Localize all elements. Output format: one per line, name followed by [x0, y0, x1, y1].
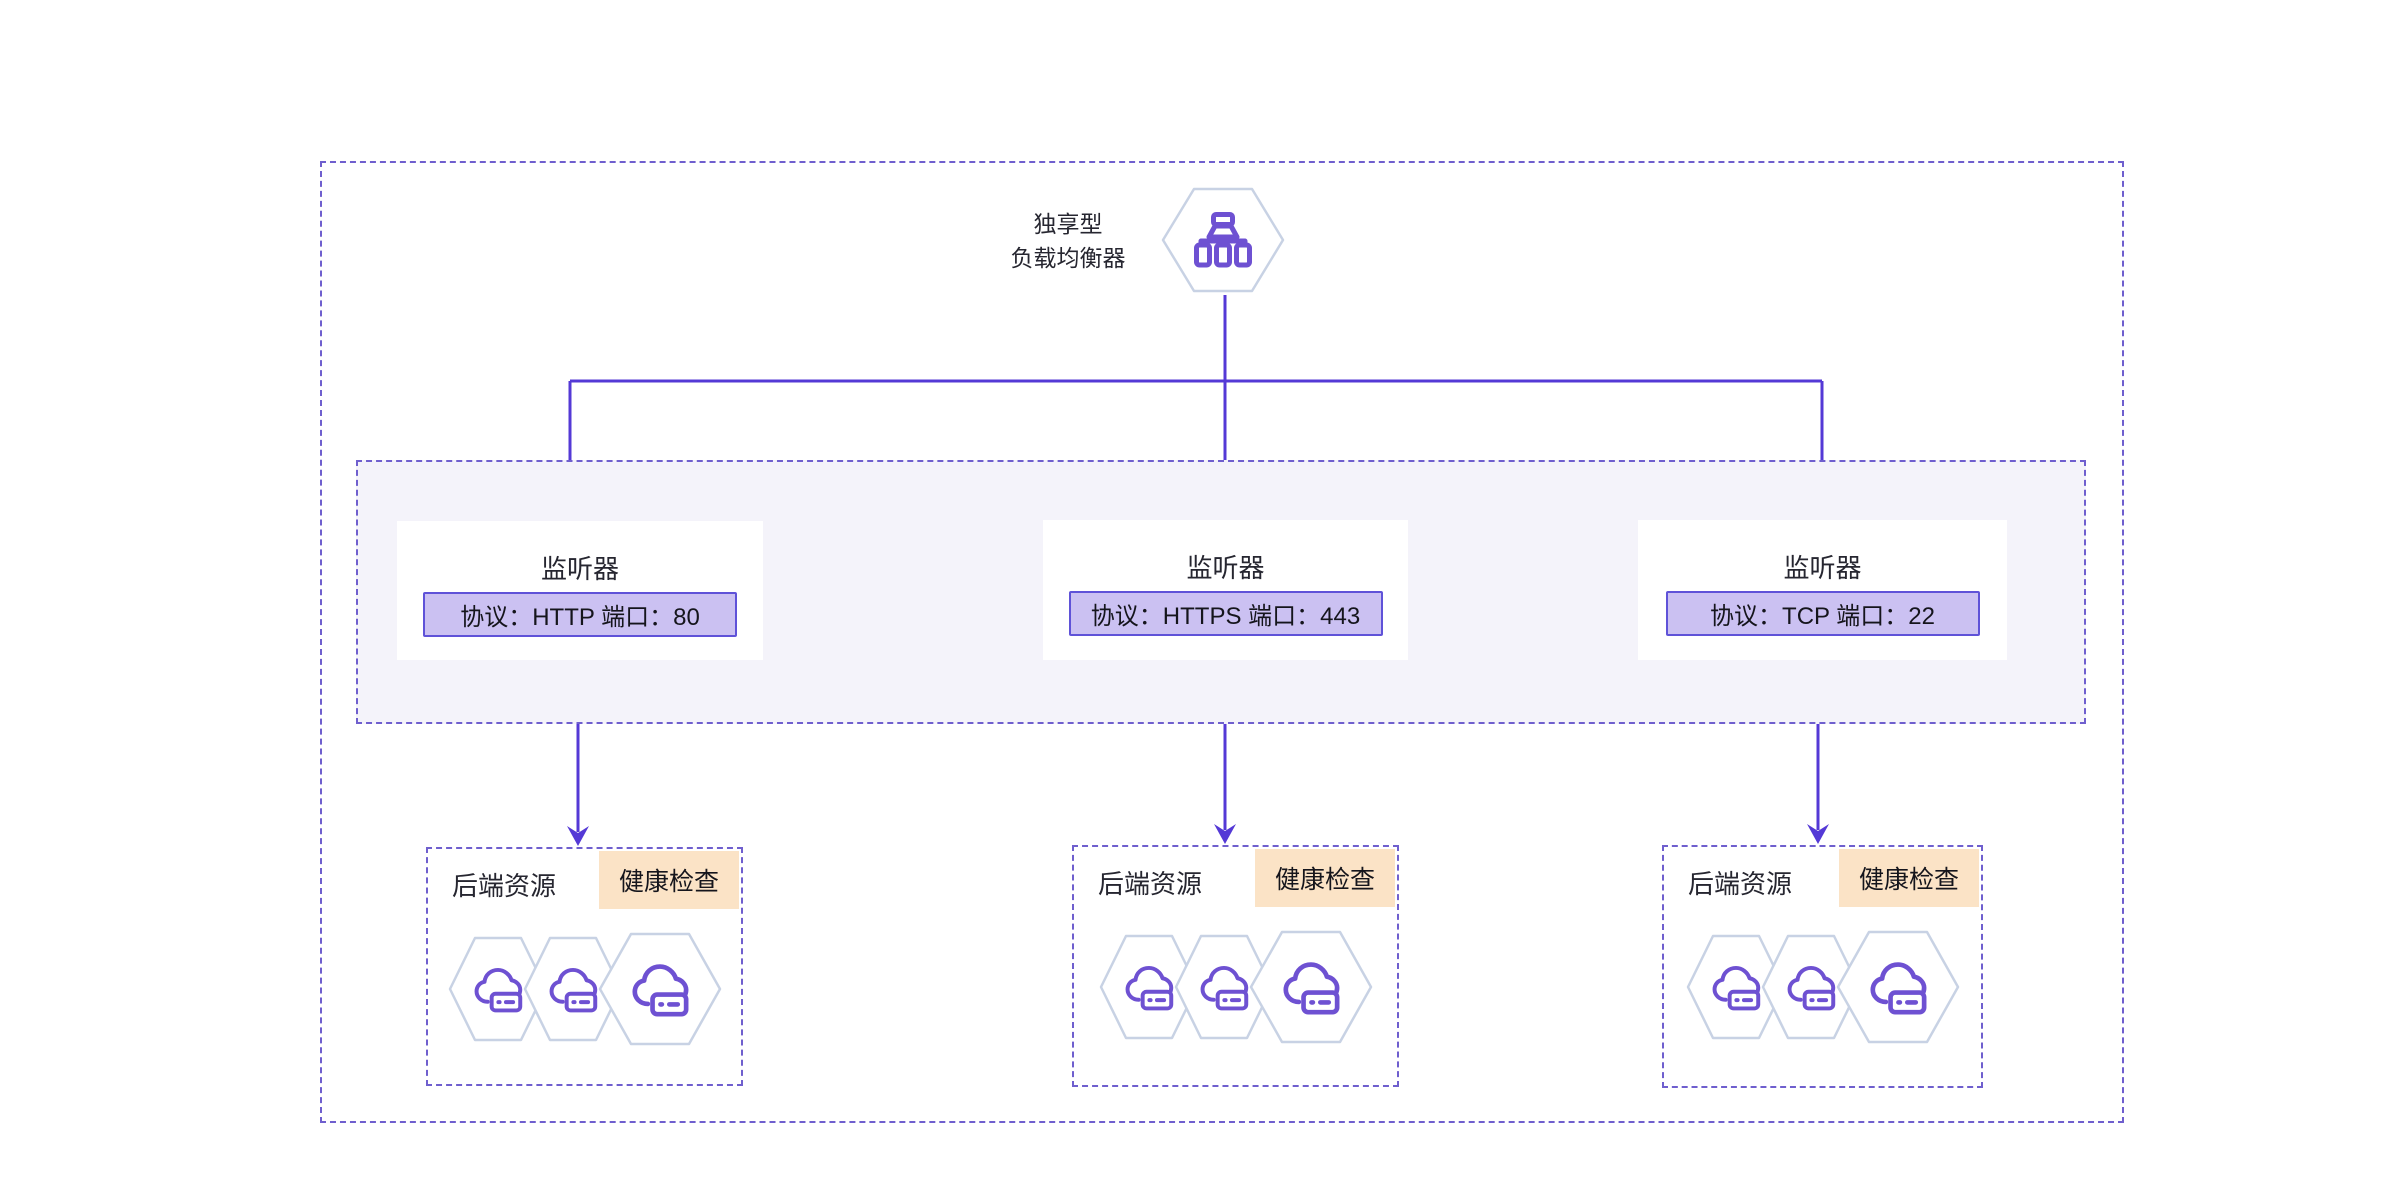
cloud-server-icon [1200, 965, 1248, 1011]
backend-node [1686, 932, 1786, 1042]
health-check-badge: 健康检查 [599, 851, 739, 909]
backend-nodes [1664, 925, 1981, 1049]
cloud-server-icon [1712, 965, 1760, 1011]
listener-protocol-pill-http: 协议：HTTP 端口：80 [423, 592, 737, 637]
backend-nodes [428, 927, 741, 1051]
listener-title: 监听器 [540, 554, 619, 584]
backend-node [1761, 932, 1861, 1042]
listener-title: 监听器 [1783, 553, 1862, 583]
load-balancer-label-line1: 独享型 [1033, 211, 1103, 237]
backend-title: 后端资源 [1098, 869, 1203, 899]
cloud-server-icon [1282, 962, 1339, 1015]
load-balancer-icon [1194, 212, 1252, 268]
backend-group-1: 后端资源 健康检查 [426, 847, 743, 1086]
load-balancer-boundary [320, 161, 2124, 1123]
health-check-badge: 健康检查 [1255, 849, 1395, 907]
backend-node [598, 930, 722, 1048]
backend-node [1836, 928, 1960, 1046]
listener-title: 监听器 [1186, 553, 1265, 583]
listener-protocol-pill-https: 协议：HTTPS 端口：443 [1068, 591, 1383, 636]
cloud-server-icon [549, 967, 597, 1013]
backend-nodes [1074, 925, 1397, 1049]
hexagon-shape [598, 932, 721, 1046]
backend-group-3: 后端资源 健康检查 [1662, 845, 1983, 1088]
backend-group-2: 后端资源 健康检查 [1072, 845, 1399, 1087]
load-balancer-node [1161, 185, 1285, 295]
cloud-server-icon [631, 964, 688, 1017]
load-balancer-label: 独享型 负载均衡器 [918, 207, 1218, 275]
listener-card-http: 监听器 协议：HTTP 端口：80 [397, 521, 763, 660]
load-balancer-label-line2: 负载均衡器 [1010, 245, 1126, 271]
hexagon-shape [1836, 930, 1959, 1044]
health-check-badge: 健康检查 [1839, 849, 1979, 907]
listener-card-tcp: 监听器 协议：TCP 端口：22 [1638, 520, 2007, 660]
hexagon-shape [1249, 930, 1372, 1044]
cloud-server-icon [1869, 962, 1926, 1015]
backend-title: 后端资源 [452, 871, 557, 901]
cloud-server-icon [1787, 965, 1835, 1011]
listener-protocol-pill-tcp: 协议：TCP 端口：22 [1665, 591, 1980, 636]
listener-card-https: 监听器 协议：HTTPS 端口：443 [1043, 520, 1408, 660]
backend-title: 后端资源 [1688, 869, 1793, 899]
cloud-server-icon [474, 967, 522, 1013]
cloud-server-icon [1125, 965, 1173, 1011]
backend-node [1249, 928, 1373, 1046]
